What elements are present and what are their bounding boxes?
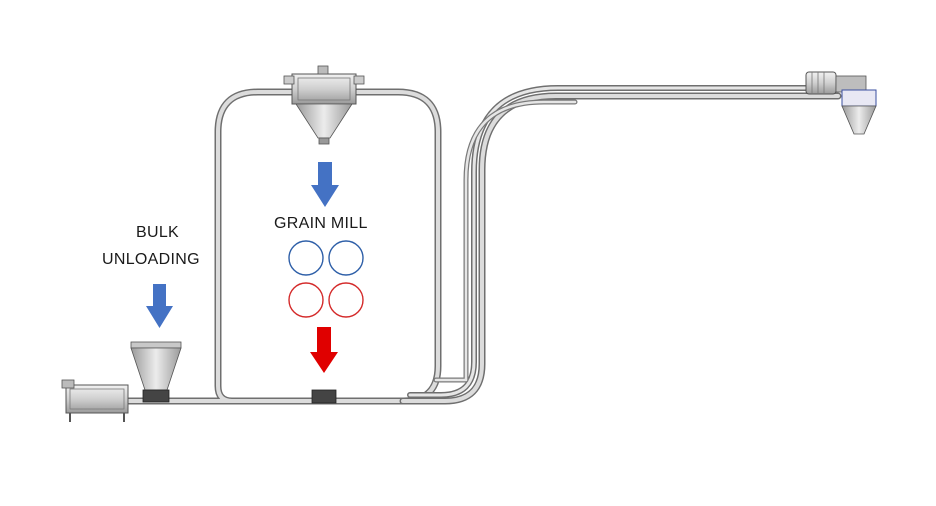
mill-rollers: [288, 240, 364, 318]
roller-top-left-icon: [288, 240, 324, 276]
conveyor-tubes: [124, 85, 842, 405]
bulk-label-line2: UNLOADING: [102, 251, 200, 268]
drive-unit-left: [61, 379, 129, 422]
down-arrow-in-icon: [146, 284, 173, 328]
mill-outlet-boot: [311, 389, 337, 404]
roller-top-right-icon: [328, 240, 364, 276]
bulk-unloading-hopper: [130, 341, 182, 403]
roller-bottom-right-icon: [328, 282, 364, 318]
discharge-head-right: [805, 71, 877, 135]
receiver-hopper-top: [283, 65, 365, 145]
roller-bottom-left-icon: [288, 282, 324, 318]
down-arrow-mill-in-icon: [311, 162, 339, 207]
down-arrow-out-icon: [310, 327, 338, 373]
bulk-label-line1: BULK: [136, 224, 179, 241]
grain-mill-label: GRAIN MILL: [274, 215, 368, 232]
